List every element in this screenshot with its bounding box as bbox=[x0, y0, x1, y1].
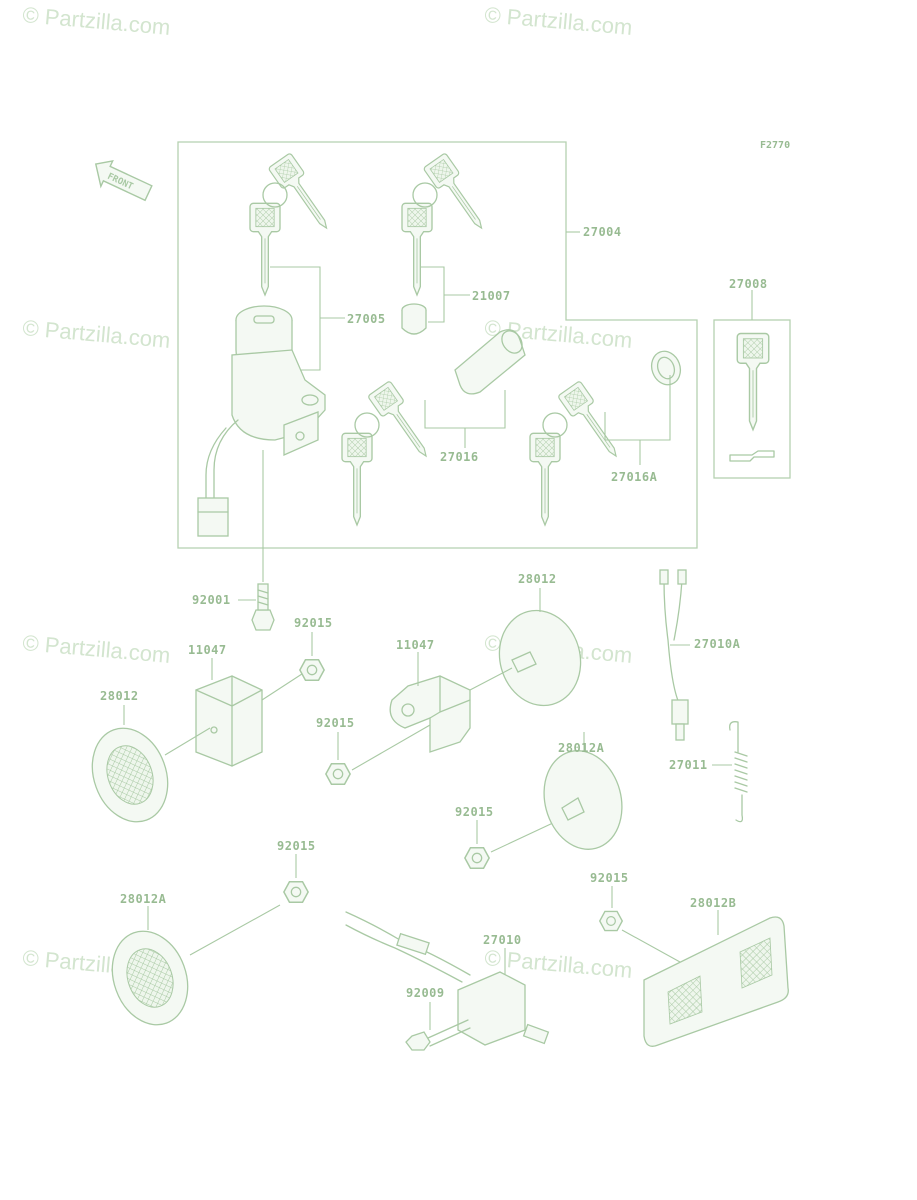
screw-92009 bbox=[405, 1002, 471, 1051]
label-27016A: 27016A bbox=[611, 470, 658, 484]
label-28012-b: 28012 bbox=[518, 572, 557, 586]
bolt-92001 bbox=[238, 450, 275, 631]
reflector-28012A-right bbox=[543, 732, 623, 850]
key-icon bbox=[249, 202, 281, 296]
label-11047-b: 11047 bbox=[396, 638, 435, 652]
spring-27011 bbox=[712, 721, 748, 823]
label-21007: 21007 bbox=[472, 289, 511, 303]
leader-21007 bbox=[420, 266, 470, 323]
label-27010: 27010 bbox=[483, 933, 522, 947]
watermark-2: © Partzilla.com bbox=[484, 2, 634, 40]
label-11047-a: 11047 bbox=[188, 643, 227, 657]
key-icon bbox=[341, 432, 373, 526]
watermark-5: © Partzilla.com bbox=[22, 630, 172, 668]
label-27008: 27008 bbox=[729, 277, 768, 291]
switch-27010 bbox=[345, 911, 550, 1046]
key-pair-cap bbox=[529, 380, 628, 526]
watermark-3: © Partzilla.com bbox=[22, 315, 172, 353]
key-ring-icon bbox=[262, 182, 288, 208]
seat-lock-cylinder bbox=[401, 303, 427, 335]
key-blank bbox=[729, 332, 775, 462]
label-28012B: 28012B bbox=[690, 896, 736, 910]
reflector-center bbox=[469, 588, 582, 707]
nut-icon-92015-d bbox=[283, 880, 309, 904]
cap-lock bbox=[650, 350, 682, 386]
key-cut-icon bbox=[729, 450, 775, 462]
nut-icon-92015-c bbox=[464, 846, 490, 870]
label-28012A-a: 28012A bbox=[558, 741, 605, 755]
nut-icon-92015-a bbox=[299, 658, 325, 682]
label-92001: 92001 bbox=[192, 593, 231, 607]
part-labels: 27004 27005 21007 27016 27016A 27008 920… bbox=[100, 225, 768, 1000]
key-pair-seat bbox=[401, 152, 494, 296]
leader-27016A bbox=[604, 375, 671, 465]
key-ring-icon bbox=[412, 182, 438, 208]
label-28012A-b: 28012A bbox=[120, 892, 167, 906]
switch-27010A bbox=[659, 569, 690, 741]
ignition-set-frame bbox=[177, 141, 698, 549]
reflector-28012A-left bbox=[111, 906, 189, 1026]
label-28012-a: 28012 bbox=[100, 689, 139, 703]
label-92015-c: 92015 bbox=[455, 805, 494, 819]
figure-ref-code: F2770 bbox=[760, 140, 790, 151]
leader-92015-b bbox=[337, 724, 431, 771]
watermark-1: © Partzilla.com bbox=[22, 2, 172, 40]
front-arrow-icon: FRONT bbox=[94, 159, 153, 202]
bracket-left bbox=[195, 658, 263, 767]
nut-icon-92015-e bbox=[599, 910, 623, 932]
key-icon bbox=[736, 332, 770, 431]
leader-92015-e bbox=[611, 886, 681, 963]
key-icon bbox=[529, 432, 561, 526]
ignition-switch bbox=[197, 305, 326, 537]
key-ring-icon bbox=[354, 412, 380, 438]
label-92015-d: 92015 bbox=[277, 839, 316, 853]
label-92015-b: 92015 bbox=[316, 716, 355, 730]
key-icon bbox=[556, 380, 628, 465]
key-pair-ignition bbox=[249, 152, 339, 296]
label-27005: 27005 bbox=[347, 312, 386, 326]
leader-92015-d bbox=[189, 854, 297, 956]
reflector-left bbox=[91, 671, 306, 823]
steering-lock bbox=[454, 329, 526, 395]
reflector-28012B bbox=[643, 910, 789, 1047]
key-pair-steering bbox=[341, 380, 438, 526]
key-icon bbox=[401, 202, 433, 296]
nut-icon-92015-b bbox=[325, 762, 351, 786]
label-92015-e: 92015 bbox=[590, 871, 629, 885]
leader-27016 bbox=[424, 390, 506, 448]
label-27010A: 27010A bbox=[694, 637, 741, 651]
key-ring-icon bbox=[542, 412, 568, 438]
key-icon bbox=[422, 152, 494, 237]
bracket-center bbox=[389, 652, 471, 753]
label-92015-a: 92015 bbox=[294, 616, 333, 630]
label-27016: 27016 bbox=[440, 450, 479, 464]
label-27004: 27004 bbox=[583, 225, 622, 239]
leader-27005 bbox=[270, 266, 345, 371]
label-92009: 92009 bbox=[406, 986, 445, 1000]
label-27011: 27011 bbox=[669, 758, 708, 772]
